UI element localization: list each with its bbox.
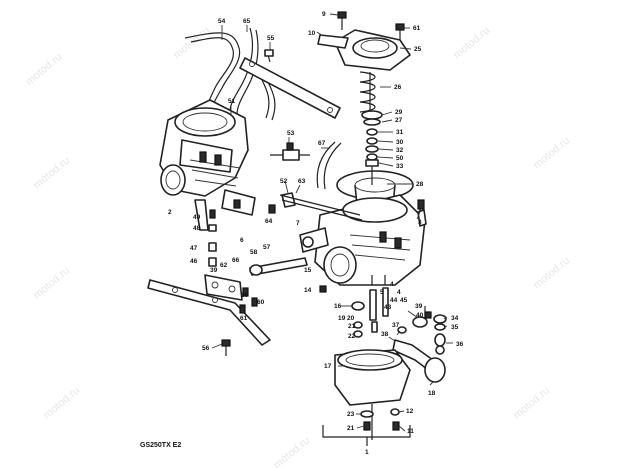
rail-bracket	[239, 49, 341, 119]
callout-1: 1	[365, 449, 369, 456]
callout-20: 20	[347, 315, 355, 322]
callout-64: 64	[265, 218, 273, 225]
callout-2: 2	[168, 209, 172, 216]
callout-labels: 54 65 55 9 61 10 25 26 51 29 27 31 30 32…	[168, 11, 464, 456]
watermark-text: motod.ru	[41, 384, 82, 421]
callout-66: 66	[232, 257, 240, 264]
callout-44: 44	[390, 297, 398, 304]
model-code: GS250TX E2	[140, 442, 181, 449]
callout-21-a: 21	[348, 323, 356, 330]
callout-4-b: 4	[397, 289, 401, 296]
callout-31: 31	[396, 129, 404, 136]
callout-33: 33	[396, 163, 404, 170]
mounting-bracket	[147, 274, 271, 346]
callout-57: 57	[263, 244, 271, 251]
watermark-text: motod.ru	[31, 264, 72, 301]
callout-43: 43	[384, 304, 392, 311]
callout-7: 7	[296, 220, 300, 227]
callout-55: 55	[267, 35, 275, 42]
callout-39-left: 39	[210, 267, 218, 274]
callout-16: 16	[334, 303, 342, 310]
callout-11: 11	[407, 428, 414, 435]
callout-17: 17	[324, 363, 332, 370]
callout-27: 27	[395, 117, 403, 124]
callout-59: 59	[241, 292, 249, 299]
callout-14: 14	[304, 287, 312, 294]
callout-15: 15	[304, 267, 312, 274]
watermark-text: motod.ru	[531, 254, 572, 291]
jet-components	[351, 275, 389, 338]
callout-30: 30	[396, 139, 404, 146]
callout-19: 19	[338, 315, 346, 322]
callout-46: 46	[190, 258, 198, 265]
callout-53: 53	[287, 130, 295, 137]
callout-9: 9	[322, 11, 326, 18]
callout-25: 25	[414, 46, 422, 53]
callout-52: 52	[280, 178, 288, 185]
callout-28: 28	[416, 181, 424, 188]
right-small-parts	[319, 199, 432, 319]
right-carburetor	[299, 194, 427, 286]
callout-47: 47	[190, 245, 198, 252]
callout-37: 37	[392, 322, 400, 329]
callout-18: 18	[428, 390, 436, 397]
float-bowl	[334, 349, 411, 440]
callout-62: 62	[220, 262, 228, 269]
watermark-text: motod.ru	[451, 24, 492, 61]
callout-23: 23	[347, 411, 355, 418]
callout-35: 35	[451, 324, 459, 331]
callout-48: 48	[193, 225, 201, 232]
callout-32: 32	[396, 147, 404, 154]
callout-21-b: 21	[347, 425, 355, 432]
callout-10: 10	[308, 30, 316, 37]
watermark-text: motod.ru	[31, 154, 72, 191]
callout-56: 56	[202, 345, 210, 352]
top-cap-assembly	[317, 11, 411, 167]
left-small-parts	[208, 204, 276, 356]
watermark-text: motod.ru	[271, 434, 312, 468]
throttle-linkage	[249, 194, 363, 276]
callout-34: 34	[451, 315, 459, 322]
callout-6: 6	[240, 237, 244, 244]
callout-22: 22	[348, 333, 356, 340]
callout-4-a: 4	[390, 281, 394, 288]
callout-63: 63	[298, 178, 306, 185]
callout-40: 40	[416, 312, 424, 319]
callout-5: 5	[380, 289, 384, 296]
leader-lines	[211, 13, 453, 432]
callout-65: 65	[243, 18, 251, 25]
callout-51: 51	[228, 98, 236, 105]
callout-60: 60	[257, 299, 265, 306]
callout-50: 50	[396, 155, 404, 162]
left-carburetor	[159, 99, 256, 231]
callout-39-right: 39	[415, 303, 423, 310]
callout-61-top: 61	[413, 25, 421, 32]
callout-45: 45	[400, 297, 408, 304]
callout-54: 54	[218, 18, 226, 25]
callout-12: 12	[406, 408, 414, 415]
watermark-text: motod.ru	[24, 51, 65, 88]
callout-67: 67	[318, 140, 326, 147]
watermark-text: motod.ru	[531, 134, 572, 171]
callout-29: 29	[395, 109, 403, 116]
callout-49: 49	[193, 214, 201, 221]
callout-61-bottom: 61	[240, 315, 248, 322]
watermark-text: motod.ru	[511, 384, 552, 421]
assembly-bracket	[322, 425, 411, 446]
callout-38: 38	[381, 331, 389, 338]
callout-36: 36	[456, 341, 464, 348]
callout-3: 3	[418, 219, 422, 226]
callout-26: 26	[394, 84, 402, 91]
callout-58: 58	[250, 249, 258, 256]
watermark-text: motod.ru	[171, 24, 212, 61]
